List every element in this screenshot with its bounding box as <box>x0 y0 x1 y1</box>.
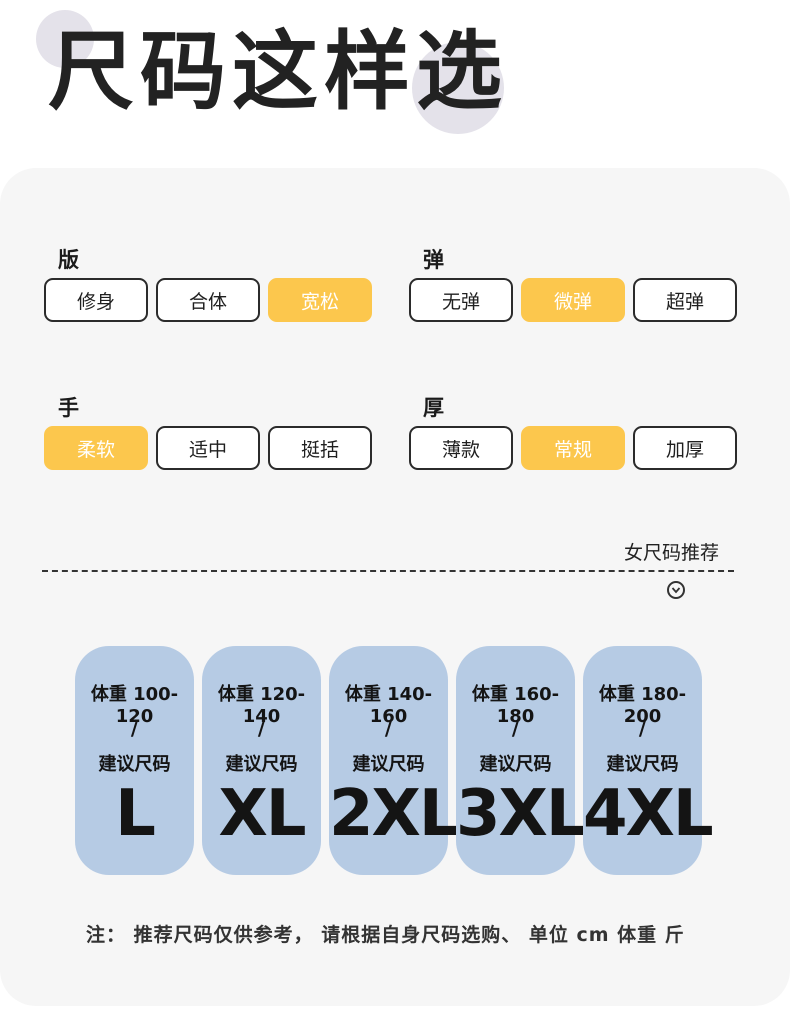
footnote: 注： 推荐尺码仅供参考， 请根据自身尺码选购、 单位 cm 体重 斤 <box>86 924 685 946</box>
size-value: L <box>115 777 156 851</box>
advice-label: 建议尺码 <box>606 754 679 775</box>
separator: / <box>384 716 393 740</box>
weight-range: 体重 180-200 <box>598 684 687 727</box>
separator: / <box>257 716 266 740</box>
size-card-l: 体重 100-120 / 建议尺码 L <box>75 646 194 875</box>
weight-range: 体重 100-120 <box>90 684 179 727</box>
weight-range: 体重 120-140 <box>217 684 306 727</box>
size-card-4xl: 体重 180-200 / 建议尺码 4XL <box>583 646 714 875</box>
thickness-option-thick[interactable]: 加厚 <box>633 426 737 470</box>
fit-option-regular[interactable]: 合体 <box>156 278 260 322</box>
size-value: 3XL <box>456 777 587 851</box>
separator: / <box>511 716 520 740</box>
size-card-2xl: 体重 140-160 / 建议尺码 2XL <box>329 646 460 875</box>
fit-option-slim[interactable]: 修身 <box>44 278 148 322</box>
size-value: XL <box>218 777 306 851</box>
elasticity-option-slight[interactable]: 微弹 <box>521 278 625 322</box>
elasticity-option-high[interactable]: 超弹 <box>633 278 737 322</box>
size-value: 4XL <box>583 777 714 851</box>
decor-circle-right <box>412 42 504 134</box>
advice-label: 建议尺码 <box>225 754 298 775</box>
thickness-option-thin[interactable]: 薄款 <box>409 426 513 470</box>
weight-range: 体重 140-160 <box>344 684 433 727</box>
chevron-down-circle-icon <box>667 581 685 599</box>
size-card-3xl: 体重 160-180 / 建议尺码 3XL <box>456 646 587 875</box>
elasticity-option-none[interactable]: 无弹 <box>409 278 513 322</box>
recommend-label: 女尺码推荐 <box>624 542 720 564</box>
feel-option-medium[interactable]: 适中 <box>156 426 260 470</box>
advice-label: 建议尺码 <box>352 754 425 775</box>
decor-circle-left <box>36 10 94 68</box>
separator: / <box>638 716 647 740</box>
size-card-xl: 体重 120-140 / 建议尺码 XL <box>202 646 321 875</box>
size-value: 2XL <box>329 777 460 851</box>
page-title: 尺码这样选 <box>48 22 508 122</box>
advice-label: 建议尺码 <box>479 754 552 775</box>
dashed-divider <box>42 570 734 572</box>
advice-label: 建议尺码 <box>98 754 171 775</box>
size-recommendations: 体重 100-120 / 建议尺码 L 体重 120-140 / 建议尺码 XL… <box>75 646 714 875</box>
thickness-option-regular[interactable]: 常规 <box>521 426 625 470</box>
feel-option-stiff[interactable]: 挺括 <box>268 426 372 470</box>
fit-option-loose[interactable]: 宽松 <box>268 278 372 322</box>
feel-option-soft[interactable]: 柔软 <box>44 426 148 470</box>
weight-range: 体重 160-180 <box>471 684 560 727</box>
separator: / <box>130 716 139 740</box>
